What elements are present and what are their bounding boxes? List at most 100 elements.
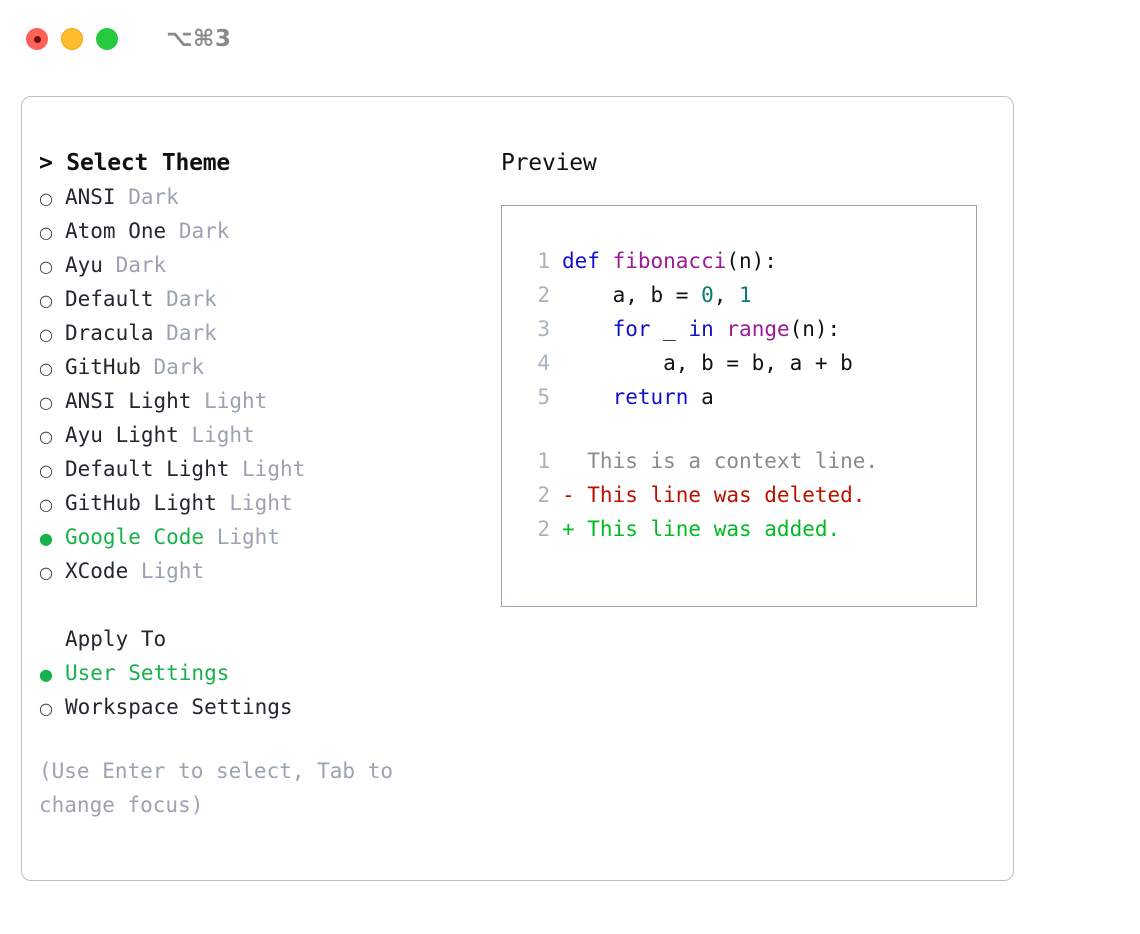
code-token-txt: (n): [726, 249, 777, 273]
code-text: def fibonacci(n): [562, 244, 777, 278]
theme-category-tag: Dark [178, 219, 230, 243]
apply-to-option-label: User Settings [65, 661, 230, 685]
theme-row[interactable]: ○ Dracula Dark [39, 316, 499, 350]
diff-line: 2+ This line was added. [520, 512, 976, 546]
theme-row[interactable]: ○ Atom One Dark [39, 214, 499, 248]
theme-row[interactable]: ○ GitHub Light Light [39, 486, 499, 520]
theme-category-tag: Dark [153, 355, 205, 379]
code-token-num: 1 [739, 283, 752, 307]
theme-category-tag: Dark [166, 287, 217, 311]
code-line: 5 return a [520, 380, 976, 414]
apply-to-row[interactable]: ● User Settings [39, 656, 499, 690]
theme-row[interactable]: ○ANSI Dark [39, 180, 499, 214]
code-token-txt: (n): [789, 317, 841, 341]
code-token-fn: fibonacci [612, 249, 727, 273]
code-token-txt [714, 317, 727, 341]
code-token-txt: , [713, 283, 740, 307]
code-token-kw: def [562, 249, 613, 273]
keyboard-shortcut-label: ⌥⌘3 [166, 26, 232, 52]
radio-unselected-icon[interactable]: ○ [39, 189, 53, 208]
theme-gap [166, 214, 179, 248]
radio-selected-icon[interactable]: ● [39, 665, 53, 684]
apply-to-list[interactable]: ● User Settings ○Workspace Settings [39, 656, 499, 724]
radio-unselected-icon[interactable]: ○ [39, 699, 53, 718]
theme-name: GitHub Light [65, 491, 217, 515]
theme-gap [217, 486, 230, 520]
theme-gap [141, 350, 154, 384]
theme-list[interactable]: ○ANSI Dark○Atom One Dark○Ayu Dark○Defaul… [39, 180, 499, 588]
line-number: 3 [537, 317, 550, 341]
apply-to-bullet-placeholder [39, 624, 65, 658]
theme-category-tag: Dark [166, 321, 217, 345]
theme-row[interactable]: ○Ayu Dark [39, 248, 499, 282]
code-token-kw: for [612, 317, 651, 341]
code-line: 3 for _ in range(n): [520, 312, 976, 346]
code-text: return a [562, 380, 714, 414]
code-text: a, b = 0, 1 [562, 278, 752, 312]
code-token-num: 0 [701, 283, 714, 307]
apply-to-header: Apply To [39, 622, 499, 656]
code-token-kw: in [688, 317, 714, 341]
code-diff-spacer [520, 414, 976, 444]
title-bar: ⌥⌘3 [0, 0, 1140, 78]
theme-category-tag: Dark [115, 253, 167, 277]
radio-unselected-icon[interactable]: ○ [39, 495, 53, 514]
theme-row[interactable]: ○Default Dark [39, 282, 499, 316]
radio-unselected-icon[interactable]: ○ [39, 393, 53, 412]
theme-name: GitHub [65, 355, 141, 379]
radio-selected-icon[interactable]: ● [39, 529, 53, 548]
close-light-icon[interactable] [26, 28, 48, 50]
radio-unselected-icon[interactable]: ○ [39, 427, 53, 446]
theme-name: Default Light [65, 457, 230, 481]
line-number: 2 [537, 483, 550, 507]
theme-name: ANSI Light [65, 389, 192, 413]
line-number: 4 [537, 351, 550, 375]
code-token-txt [562, 385, 613, 409]
diff-line: 2- This line was deleted. [520, 478, 976, 512]
select-theme-header: > Select Theme [39, 150, 231, 176]
theme-name: Dracula [65, 321, 154, 345]
code-token-txt: a, b = [562, 283, 702, 307]
traffic-lights [26, 28, 118, 50]
theme-name: Atom One [65, 219, 167, 243]
code-text: a, b = b, a + b [562, 346, 853, 380]
theme-row[interactable]: ○ Ayu Light Light [39, 418, 499, 452]
apply-to-label: Apply To [65, 627, 167, 651]
keyboard-hint-text: (Use Enter to select, Tab to change focu… [39, 759, 406, 817]
code-line: 4 a, b = b, a + b [520, 346, 976, 380]
line-number: 2 [537, 283, 550, 307]
apply-to-row[interactable]: ○Workspace Settings [39, 690, 499, 724]
code-line: 2 a, b = 0, 1 [520, 278, 976, 312]
radio-unselected-icon[interactable]: ○ [39, 461, 53, 480]
theme-gap [191, 384, 204, 418]
diff-line: 1 This is a context line. [520, 444, 976, 478]
radio-unselected-icon[interactable]: ○ [39, 359, 53, 378]
minimize-light-icon[interactable] [61, 28, 83, 50]
line-number: 2 [537, 517, 550, 541]
line-number: 5 [537, 385, 550, 409]
radio-unselected-icon[interactable]: ○ [39, 291, 53, 310]
theme-row[interactable]: ○ANSI Light Light [39, 384, 499, 418]
theme-row[interactable]: ○Default Light Light [39, 452, 499, 486]
radio-unselected-icon[interactable]: ○ [39, 257, 53, 276]
theme-gap [229, 452, 242, 486]
radio-unselected-icon[interactable]: ○ [39, 325, 53, 344]
theme-gap [116, 180, 129, 214]
theme-category-tag: Light [229, 491, 293, 515]
theme-category-tag: Dark [128, 185, 179, 209]
radio-unselected-icon[interactable]: ○ [39, 223, 53, 242]
theme-row[interactable]: ○XCode Light [39, 554, 499, 588]
theme-gap [128, 554, 141, 588]
maximize-light-icon[interactable] [96, 28, 118, 50]
diff-sample: 1 This is a context line.2- This line wa… [520, 444, 976, 546]
theme-row[interactable]: ●Google Code Light [39, 520, 499, 554]
code-token-txt: a [688, 385, 714, 409]
code-token-txt: a, b = b, a + b [562, 351, 853, 375]
dialog-card: > Select Theme ○ANSI Dark○Atom One Dark○… [21, 96, 1014, 881]
theme-category-tag: Light [191, 423, 255, 447]
theme-name: Ayu Light [65, 423, 179, 447]
radio-unselected-icon[interactable]: ○ [39, 563, 53, 582]
theme-row[interactable]: ○ GitHub Dark [39, 350, 499, 384]
